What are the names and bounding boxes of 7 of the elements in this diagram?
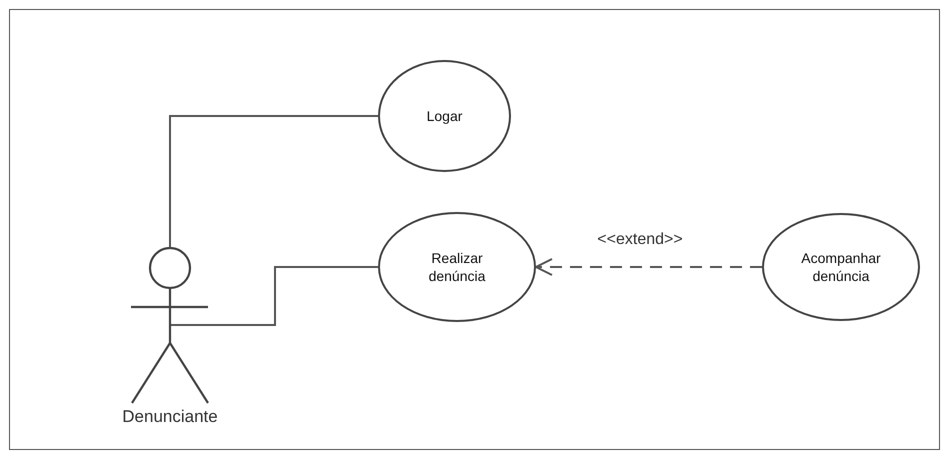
association-line bbox=[169, 115, 378, 247]
use-case-name: Logar bbox=[426, 106, 462, 126]
dashed-arrow bbox=[535, 258, 762, 276]
use-case-name: Acompanhar denúncia bbox=[800, 248, 882, 286]
actor-name: Denunciante bbox=[122, 407, 218, 427]
use-case-name: Realizar denúncia bbox=[428, 248, 486, 286]
association-line bbox=[170, 266, 378, 326]
